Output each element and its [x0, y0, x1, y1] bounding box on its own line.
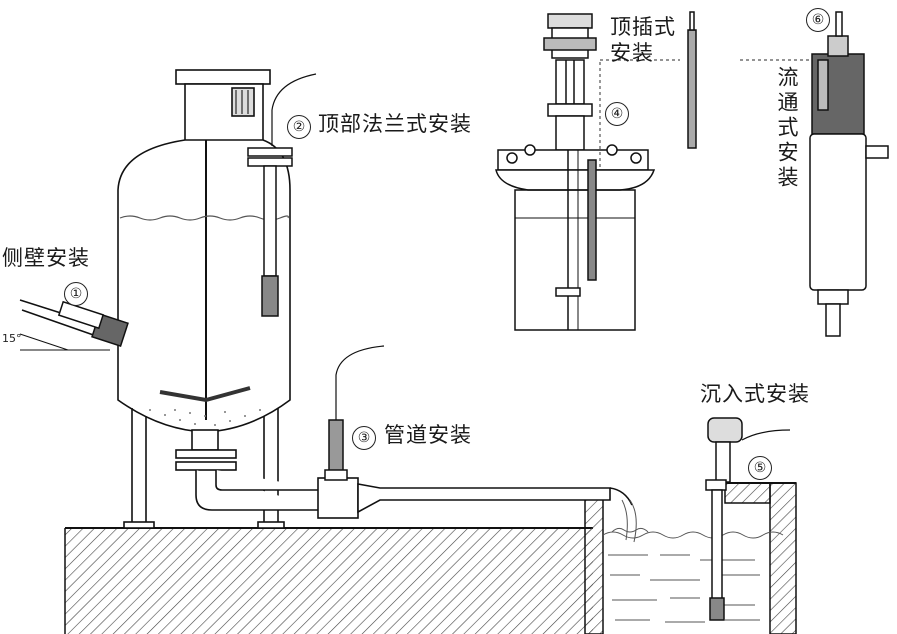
- marker-5: ⑤: [748, 456, 772, 480]
- marker-2: ②: [287, 115, 311, 139]
- water-fall: [611, 499, 649, 543]
- label-submerged: 沉入式安装: [700, 382, 810, 406]
- label-pipeline: 管道安装: [384, 423, 472, 447]
- angle-label: 15°: [2, 332, 22, 345]
- leader-dotted: [599, 59, 812, 170]
- pipeline: [195, 470, 633, 519]
- label-top-insert: 顶插式安装: [610, 15, 676, 65]
- vessel: [117, 69, 291, 529]
- flow-through-assembly: [809, 11, 889, 337]
- marker-4: ④: [605, 102, 629, 126]
- sensor-top-flange: [247, 73, 317, 317]
- sensor-side-wall: [19, 299, 129, 351]
- marker-3: ③: [352, 426, 376, 450]
- pit-water: [602, 531, 784, 623]
- top-insert-assembly: [495, 13, 656, 331]
- label-flow-through: 流通式安装: [775, 66, 799, 191]
- sensor-pipeline: [324, 345, 385, 481]
- marker-6: ⑥: [806, 8, 830, 32]
- sensor-submerged: [705, 417, 791, 621]
- top-insert-probe: [687, 11, 697, 149]
- marker-1: ①: [64, 282, 88, 306]
- label-top-flange: 顶部法兰式安装: [318, 112, 472, 136]
- vessel-sediment: [149, 409, 261, 426]
- ground: [64, 482, 797, 634]
- label-side-wall: 侧壁安装: [2, 246, 90, 270]
